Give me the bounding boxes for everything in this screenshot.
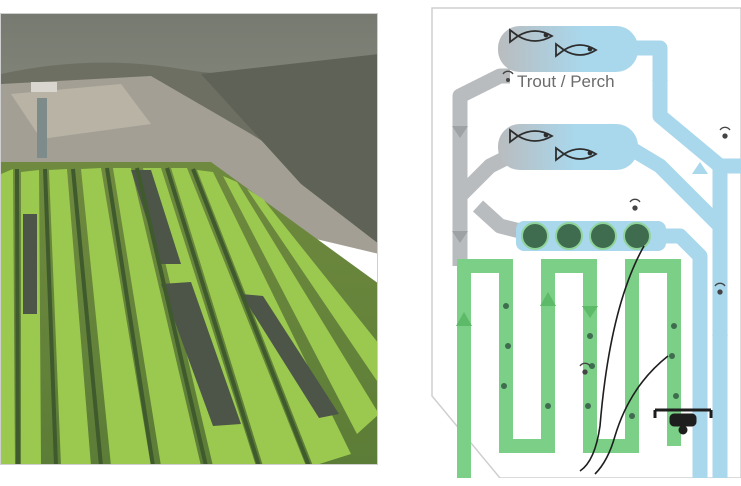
- blue-flow-arrows: [652, 69, 728, 406]
- green-serpentine-channel: [457, 259, 681, 478]
- fish-icon: [509, 28, 598, 58]
- bio-cell-row: [516, 221, 666, 251]
- cable-icon: [579, 245, 669, 475]
- plant-clusters: [501, 303, 679, 419]
- drone-icon: [653, 408, 713, 435]
- bio-cell-icon: [555, 222, 583, 250]
- bio-cell-icon: [623, 222, 651, 250]
- fish-species-label: Trout / Perch: [517, 72, 615, 91]
- bio-cell-icon: [521, 222, 549, 250]
- system-diagram-svg: Trout / Perch: [431, 7, 741, 478]
- fish-tank-top: [498, 26, 638, 72]
- bio-cell-icon: [589, 222, 617, 250]
- fish-tank-middle: [498, 124, 638, 170]
- water-strips: [23, 170, 339, 426]
- hedgerows: [15, 167, 311, 464]
- aerial-photo-illustration: [1, 14, 377, 464]
- wifi-sensor-icon: [579, 126, 731, 375]
- central-canal: [37, 98, 47, 158]
- facility-building: [31, 82, 57, 92]
- sensor-wifi-icon-top: [502, 70, 514, 82]
- green-flow-arrows: [456, 292, 598, 326]
- bushland: [201, 54, 377, 243]
- aerial-photo: [0, 13, 378, 465]
- system-diagram: Trout / Perch: [430, 6, 741, 478]
- grey-flow-arrows: [452, 126, 468, 243]
- fish-icon: [509, 128, 598, 162]
